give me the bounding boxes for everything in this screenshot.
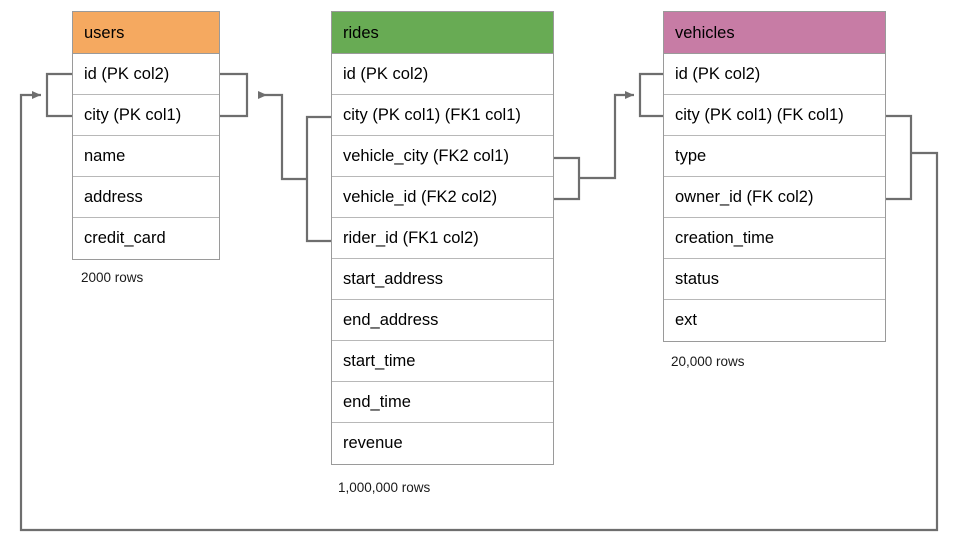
field-rides-rider-id[interactable]: rider_id (FK1 col2) [332,218,553,259]
field-rides-start-time[interactable]: start_time [332,341,553,382]
entity-users[interactable]: users id (PK col2) city (PK col1) name a… [72,11,220,260]
field-vehicles-status[interactable]: status [664,259,885,300]
field-users-id[interactable]: id (PK col2) [73,54,219,95]
entity-rides[interactable]: rides id (PK col2) city (PK col1) (FK1 c… [331,11,554,465]
users-right-bracket [220,72,249,118]
field-vehicles-city[interactable]: city (PK col1) (FK col1) [664,95,885,136]
field-vehicles-ext[interactable]: ext [675,311,698,329]
entity-users-header: users [73,12,219,54]
field-vehicles-type[interactable]: type [664,136,885,177]
relationship-rides-fk1-users [258,91,307,181]
field-users-name[interactable]: name [73,136,219,177]
field-rides-vehicle-city[interactable]: vehicle_city (FK2 col1) [332,136,553,177]
field-users-address[interactable]: address [73,177,219,218]
entity-users-row-count: 2000 rows [81,270,144,285]
field-rides-vehicle-id[interactable]: vehicle_id (FK2 col2) [332,177,553,218]
entity-rides-row-count: 1,000,000 rows [338,480,431,495]
entity-vehicles[interactable]: vehicles id (PK col2) city (PK col1) (FK… [663,11,886,342]
field-rides-end-time[interactable]: end_time [332,382,553,423]
entity-rides-header: rides [332,12,553,54]
field-vehicles-owner-id[interactable]: owner_id (FK col2) [664,177,885,218]
field-vehicles-id[interactable]: id (PK col2) [664,54,885,95]
vehicles-right-bracket [886,114,913,201]
field-rides-city[interactable]: city (PK col1) (FK1 col1) [332,95,553,136]
users-left-bracket [45,72,72,118]
field-rides-id[interactable]: id (PK col2) [332,54,553,95]
entity-vehicles-row-count: 20,000 rows [671,354,745,369]
field-rides-start-address[interactable]: start_address [332,259,553,300]
rides-fk2-bracket [554,156,581,201]
relationship-rides-fk2-vehicles [579,91,634,180]
field-rides-revenue[interactable]: revenue [343,434,403,452]
rides-fk1-bracket [305,115,331,243]
field-vehicles-creation-time[interactable]: creation_time [664,218,885,259]
vehicles-left-bracket [638,72,663,118]
entity-vehicles-header: vehicles [664,12,885,54]
field-users-city[interactable]: city (PK col1) [73,95,219,136]
field-rides-end-address[interactable]: end_address [332,300,553,341]
field-users-credit-card[interactable]: credit_card [84,229,166,247]
